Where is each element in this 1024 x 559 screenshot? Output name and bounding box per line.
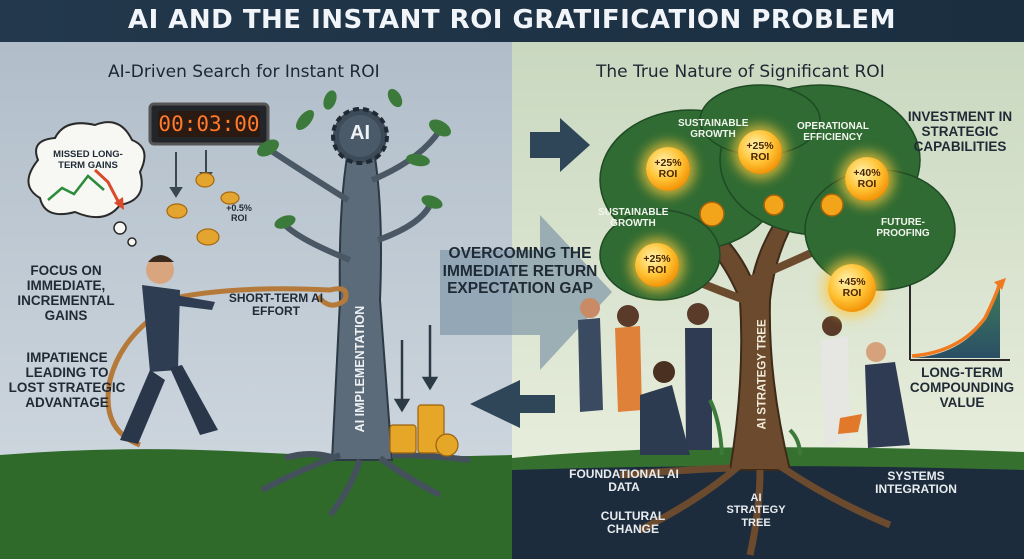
effort-label: SHORT-TERM AI EFFORT — [228, 291, 324, 319]
roi-coin: +40% ROI — [845, 157, 889, 201]
branch-label: OPERATIONAL EFFICIENCY — [796, 121, 870, 144]
roi-coin: +45% ROI — [828, 264, 876, 312]
left-grass — [0, 449, 512, 559]
roi-coin: +25% ROI — [646, 147, 690, 191]
root-label: CULTURAL CHANGE — [600, 509, 666, 537]
businessman-figure — [120, 255, 218, 444]
rope — [105, 286, 349, 448]
coin-stacks — [389, 404, 459, 457]
timer-readout: 00:03:00 — [158, 112, 260, 136]
arrow-right-icon — [530, 118, 590, 172]
watering-can-icon — [838, 414, 862, 434]
branch-label: SUSTAINABLE GROWTH — [598, 207, 669, 230]
focus-label: FOCUS ON IMMEDIATE, INCREMENTAL GAINS — [17, 263, 115, 324]
title-bar — [0, 0, 1024, 42]
root-label: SYSTEMS INTEGRATION — [875, 469, 957, 497]
compounding-label: LONG-TERM COMPOUNDING VALUE — [909, 365, 1015, 411]
team-figures — [578, 298, 910, 456]
gap-label: OVERCOMING THE IMMEDIATE RETURN EXPECTAT… — [442, 245, 598, 298]
right-soil — [512, 458, 1024, 559]
left-heading: AI-Driven Search for Instant ROI — [108, 62, 380, 82]
thought-bubble — [27, 121, 146, 247]
right-heading: The True Nature of Significant ROI — [596, 62, 885, 82]
trunk-label: AI STRATEGY TREE — [756, 319, 769, 430]
coin-roi-label: +0.5% ROI — [226, 203, 252, 224]
sapling-icons — [708, 399, 802, 456]
small-coins — [166, 172, 240, 246]
small-gear-icons — [699, 193, 844, 227]
root-label: FOUNDATIONAL AI DATA — [569, 467, 679, 495]
timer-clock-icon — [148, 102, 270, 146]
arrow-left-icon — [470, 380, 555, 428]
tree-trunk-label: AI IMPLEMENTATION — [353, 305, 367, 433]
left-tree — [257, 88, 471, 517]
roi-coin: +25% ROI — [738, 130, 782, 174]
branch-label: SUSTAINABLE GROWTH — [678, 118, 749, 141]
growth-chart-icon — [909, 278, 1010, 361]
big-arrow-right-icon — [440, 215, 612, 370]
thought-bubble-text: MISSED LONG-TERM GAINS — [53, 149, 123, 171]
right-tree — [599, 84, 956, 556]
impatience-label: IMPATIENCE LEADING TO LOST STRATEGIC ADV… — [8, 350, 126, 411]
page-title: AI AND THE INSTANT ROI GRATIFICATION PRO… — [127, 5, 897, 35]
tree-ai-badge: AI — [350, 122, 370, 144]
root-label: AI STRATEGY TREE — [726, 492, 786, 529]
down-arrows — [393, 325, 439, 413]
roi-coin: +25% ROI — [635, 243, 679, 287]
branch-label: FUTURE-PROOFING — [876, 217, 930, 240]
investment-label: INVESTMENT IN STRATEGIC CAPABILITIES — [907, 109, 1013, 155]
